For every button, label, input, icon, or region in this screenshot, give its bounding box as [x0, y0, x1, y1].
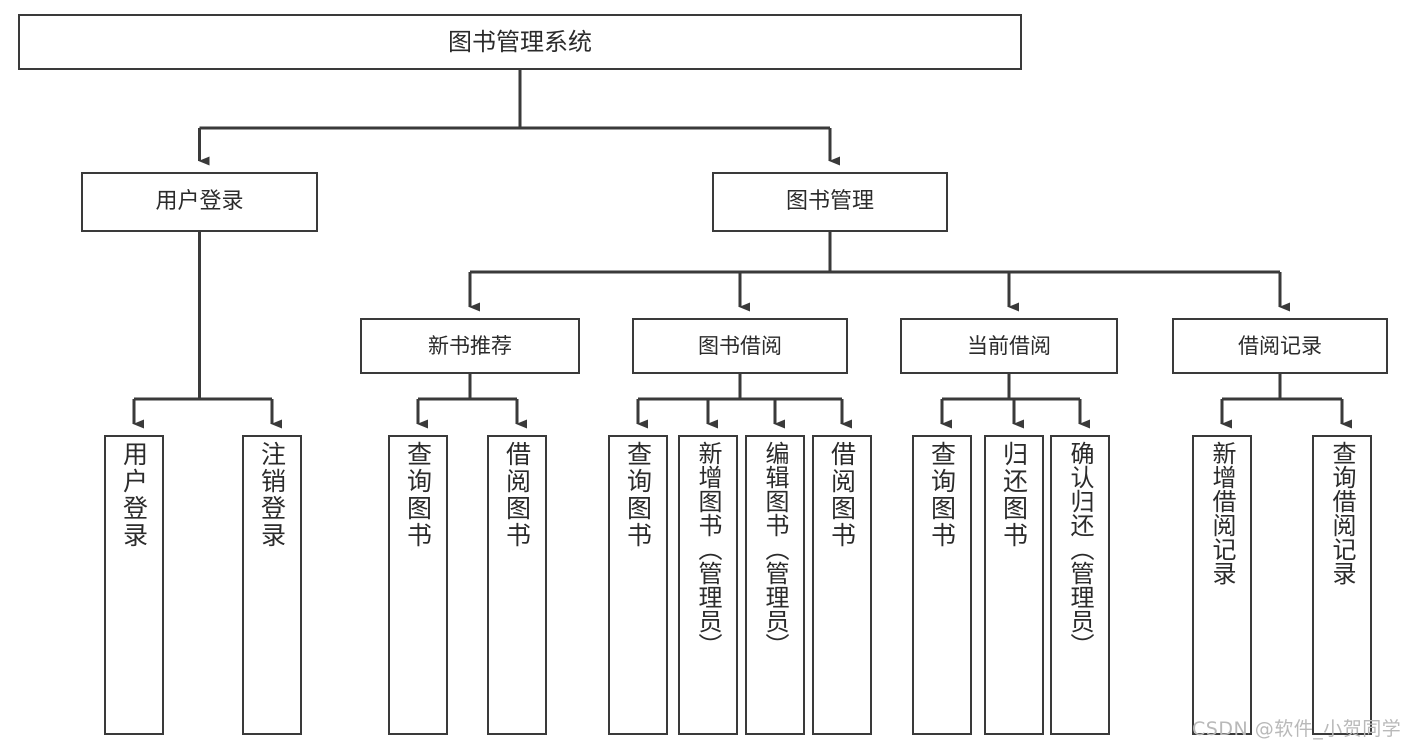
node-label: 编辑图书（管理员） [761, 441, 789, 657]
node-label: 查询图书 [927, 441, 957, 549]
node-label: 用户登录 [119, 441, 149, 549]
node-root-图书管理系统[interactable]: 图书管理系统 [18, 14, 1022, 70]
node-leaf-查询图书-8[interactable]: 查询图书 [912, 435, 972, 735]
node-leaf-借阅图书-3[interactable]: 借阅图书 [487, 435, 547, 735]
node-label: 图书管理系统 [448, 27, 592, 56]
node-label: 当前借阅 [967, 333, 1051, 358]
node-leaf-借阅图书-7[interactable]: 借阅图书 [812, 435, 872, 735]
node-l3-图书借阅-1[interactable]: 图书借阅 [632, 318, 848, 374]
node-leaf-新增图书管理员-5[interactable]: 新增图书（管理员） [678, 435, 738, 735]
node-l3-当前借阅-2[interactable]: 当前借阅 [900, 318, 1118, 374]
node-label: 注销登录 [257, 441, 287, 549]
node-label: 图书借阅 [698, 333, 782, 358]
node-leaf-查询图书-4[interactable]: 查询图书 [608, 435, 668, 735]
node-leaf-编辑图书管理员-6[interactable]: 编辑图书（管理员） [745, 435, 805, 735]
node-leaf-查询借阅记录-12[interactable]: 查询借阅记录 [1312, 435, 1372, 735]
node-label: 查询图书 [403, 441, 433, 549]
node-label: 确认归还（管理员） [1066, 441, 1094, 657]
node-label: 新增图书（管理员） [694, 441, 722, 657]
node-leaf-注销登录-1[interactable]: 注销登录 [242, 435, 302, 735]
node-l2-图书管理-1[interactable]: 图书管理 [712, 172, 948, 232]
node-label: 新增借阅记录 [1208, 441, 1236, 585]
node-label: 新书推荐 [428, 333, 512, 358]
node-label: 查询图书 [623, 441, 653, 549]
node-leaf-新增借阅记录-11[interactable]: 新增借阅记录 [1192, 435, 1252, 735]
node-l3-新书推荐-0[interactable]: 新书推荐 [360, 318, 580, 374]
csdn-watermark: CSDN @软件_小贺同学 [1192, 718, 1402, 740]
node-leaf-确认归还管理员-10[interactable]: 确认归还（管理员） [1050, 435, 1110, 735]
node-l2-用户登录-0[interactable]: 用户登录 [81, 172, 318, 232]
node-label: 借阅图书 [827, 441, 857, 549]
node-label: 借阅记录 [1238, 333, 1322, 358]
node-label: 查询借阅记录 [1328, 441, 1356, 585]
node-label: 归还图书 [999, 441, 1029, 549]
node-label: 借阅图书 [502, 441, 532, 549]
node-leaf-查询图书-2[interactable]: 查询图书 [388, 435, 448, 735]
node-leaf-归还图书-9[interactable]: 归还图书 [984, 435, 1044, 735]
node-label: 图书管理 [785, 189, 874, 215]
node-l3-借阅记录-3[interactable]: 借阅记录 [1172, 318, 1388, 374]
node-label: 用户登录 [155, 189, 244, 215]
node-leaf-用户登录-0[interactable]: 用户登录 [104, 435, 164, 735]
